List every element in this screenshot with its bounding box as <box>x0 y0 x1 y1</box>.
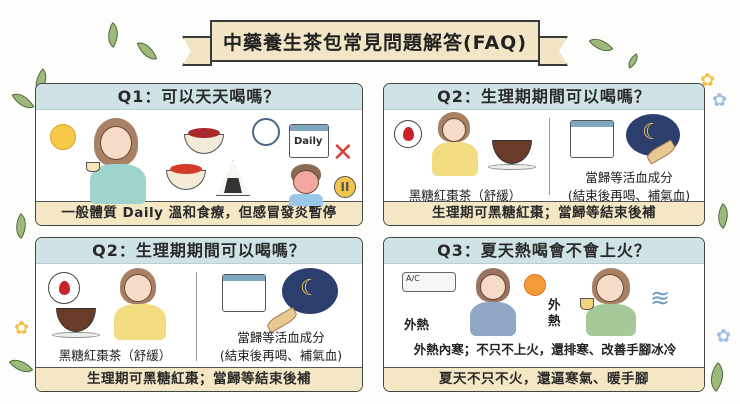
sick-child-icon <box>289 164 325 206</box>
calendar-icon <box>570 120 614 158</box>
card-question: Q2：生理期期間可以喝嗎？ <box>36 238 362 264</box>
faq-card-q2-bottom: Q2：生理期期間可以喝嗎？ 黑糖紅棗茶（舒緩） ☾ 當歸等活血成分 (結束後再喝… <box>35 237 363 392</box>
card-answer: 夏天不只不火，還逼寒氣、暖手腳 <box>384 367 704 391</box>
card-question: Q3：夏天熱喝會不會上火？ <box>384 238 704 264</box>
card-answer: 生理期可黑糖紅棗；當歸等結束後補 <box>384 201 704 225</box>
x-mark-icon: ✕ <box>332 138 354 168</box>
pause-icon: II <box>334 176 356 198</box>
cold-woman <box>470 268 518 336</box>
leaf-decoration-icon <box>588 32 614 58</box>
tea-bowl-icon <box>52 304 100 340</box>
leaf-decoration-icon <box>711 202 735 230</box>
blood-drop-icon <box>48 272 80 304</box>
right-caption-line2: (結束後再喝、補氣血) <box>219 348 343 363</box>
sun-icon <box>524 274 546 296</box>
jujube-bowl-icon <box>184 128 224 154</box>
banner-ribbon-tail <box>182 36 212 66</box>
right-caption-line1: 當歸等活血成分 <box>237 330 325 345</box>
page-title: 中藥養生茶包常見問題解答(FAQ) <box>210 20 540 62</box>
hot-label-left: 外熱 <box>404 317 430 332</box>
card-illustration: 黑糖紅棗茶（舒緩） ☾ 當歸等活血成分 (結束後再喝、補氣血) <box>384 110 704 203</box>
blood-drop-icon <box>394 120 422 148</box>
flower-decoration-icon: ✿ <box>716 326 732 347</box>
title-banner: 中藥養生茶包常見問題解答(FAQ) <box>182 20 568 66</box>
card-answer: 一般體質 Daily 溫和食療，但感冒發炎暫停 <box>36 201 362 225</box>
woman-holding-belly <box>430 112 480 176</box>
leaf-decoration-icon <box>9 212 33 240</box>
hot-label-right-2: 熱 <box>548 313 561 328</box>
leaf-decoration-icon <box>101 21 125 49</box>
card-illustration: A/C 外熱 外 熱 ≋ 外熱內寒；不只不上火，還排寒、改善手腳冰冷 <box>384 264 704 367</box>
divider <box>549 118 550 195</box>
hot-label-right-1: 外 <box>548 297 561 312</box>
daily-calendar-icon: Daily <box>289 124 329 158</box>
flower-decoration-icon: ✿ <box>14 318 30 339</box>
left-caption: 黑糖紅棗茶（舒緩） <box>408 188 522 203</box>
right-caption-line2: (結束後再喝、補氣血) <box>567 188 691 203</box>
divider <box>196 272 197 361</box>
wind-icon: ≋ <box>650 284 671 312</box>
calendar-icon <box>222 274 266 312</box>
card-illustration: Daily ✕ II <box>36 110 362 206</box>
leaf-decoration-icon <box>624 53 642 69</box>
woman-holding-belly <box>112 268 168 340</box>
woman-drinking-tea <box>580 268 638 336</box>
faq-card-q3: Q3：夏天熱喝會不會上火？ A/C 外熱 外 熱 ≋ 外熱內寒；不只不上火，還排… <box>383 237 705 392</box>
leaf-decoration-icon <box>702 362 732 392</box>
left-caption: 黑糖紅棗茶（舒緩） <box>58 348 172 363</box>
card-caption: 外熱內寒；不只不上火，還排寒、改善手腳冰冷 <box>413 342 677 357</box>
woman-drinking-tea <box>84 116 154 204</box>
goji-bowl-icon <box>166 164 206 190</box>
leaf-decoration-icon <box>11 87 35 115</box>
card-illustration: 黑糖紅棗茶（舒緩） ☾ 當歸等活血成分 (結束後再喝、補氣血) <box>36 264 362 367</box>
card-question: Q2：生理期期間可以喝嗎？ <box>384 84 704 110</box>
moon-night-icon: ☾ <box>282 268 338 314</box>
banner-ribbon-tail <box>538 36 568 66</box>
flower-decoration-icon: ✿ <box>712 90 728 111</box>
tea-bowl-icon <box>488 136 536 172</box>
leaf-decoration-icon <box>136 38 158 64</box>
right-caption-line1: 當歸等活血成分 <box>585 170 673 185</box>
flower-decoration-icon: ✿ <box>700 70 716 91</box>
teabag-icon <box>216 160 250 196</box>
faq-card-q2-top: Q2：生理期期間可以喝嗎？ 黑糖紅棗茶（舒緩） ☾ 當歸等活血成分 (結束後再喝… <box>383 83 705 226</box>
card-question: Q1：可以天天喝嗎？ <box>36 84 362 110</box>
faq-card-q1: Q1：可以天天喝嗎？ Daily ✕ II <box>35 83 363 226</box>
card-answer: 生理期可黑糖紅棗；當歸等結束後補 <box>36 367 362 391</box>
clock-icon <box>252 118 280 146</box>
sun-icon <box>50 124 76 150</box>
air-conditioner-icon: A/C <box>402 272 456 292</box>
leaf-decoration-icon <box>8 353 34 379</box>
